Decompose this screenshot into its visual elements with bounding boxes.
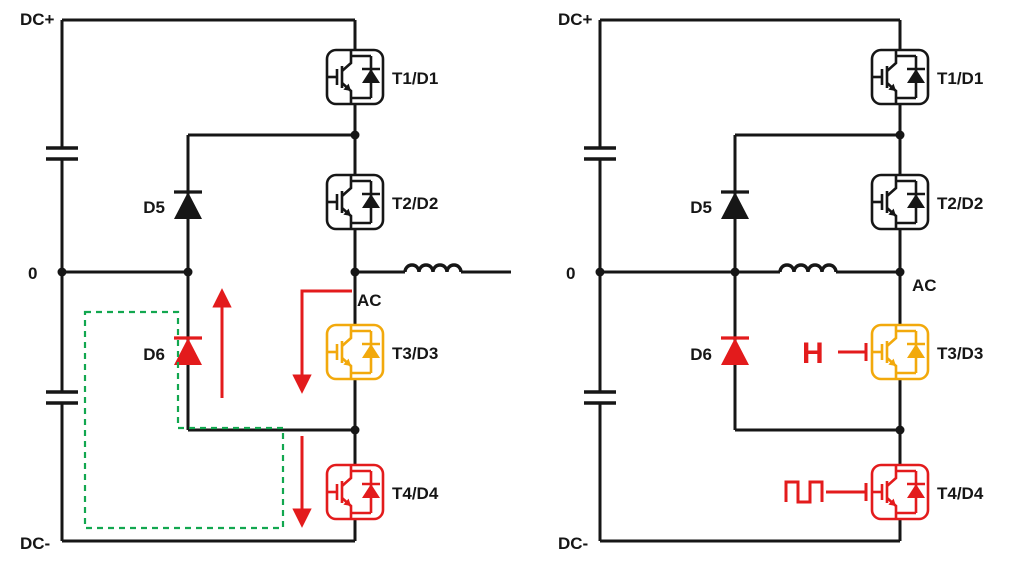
igbt-t1-icon <box>870 48 930 106</box>
d5-label: D5 <box>690 198 712 217</box>
node-dot <box>895 425 905 435</box>
left-circuit: DC+ DC- 0 D5 D6 AC T1/D1 T2/D2 T3/D3 T4/… <box>20 10 511 553</box>
node-dot <box>57 267 67 277</box>
d6-label: D6 <box>690 345 712 364</box>
igbt-t3-icon <box>870 323 930 381</box>
t2-label: T2/D2 <box>937 194 983 213</box>
igbt-t1-icon <box>325 48 385 106</box>
t2-label: T2/D2 <box>392 194 438 213</box>
igbt-t2-icon <box>325 173 385 231</box>
t4-label: T4/D4 <box>392 484 439 503</box>
t1-label: T1/D1 <box>937 69 983 88</box>
current-arrow-t3-down <box>292 289 352 394</box>
d6-label: D6 <box>143 345 165 364</box>
neutral-label: 0 <box>566 264 575 283</box>
neutral-label: 0 <box>28 264 37 283</box>
dc-minus-label: DC- <box>558 534 588 553</box>
left-wiring <box>60 18 511 543</box>
node-dot <box>730 267 740 277</box>
dc-minus-label: DC- <box>20 534 50 553</box>
node-dot <box>895 267 905 277</box>
d5-label: D5 <box>143 198 165 217</box>
right-circuit: DC+ DC- 0 D5 D6 AC T1/D1 T2/D2 T3/D3 T4/… <box>558 10 984 553</box>
igbt-t2-icon <box>870 173 930 231</box>
igbt-t4-icon <box>870 463 930 521</box>
node-dot <box>350 130 360 140</box>
left-junction-dots <box>57 130 360 435</box>
t4-label: T4/D4 <box>937 484 984 503</box>
igbt-t4-icon <box>325 463 385 521</box>
node-dot <box>350 425 360 435</box>
t3-label: T3/D3 <box>392 344 438 363</box>
dc-plus-label: DC+ <box>558 10 593 29</box>
t3-label: T3/D3 <box>937 344 983 363</box>
node-dot <box>595 267 605 277</box>
igbt-t3-icon <box>325 323 385 381</box>
node-dot <box>183 267 193 277</box>
commutation-loop-outline <box>83 310 285 530</box>
t1-label: T1/D1 <box>392 69 438 88</box>
node-dot <box>350 267 360 277</box>
right-junction-dots <box>595 130 905 435</box>
dc-plus-label: DC+ <box>20 10 55 29</box>
ac-label: AC <box>357 291 382 310</box>
gate-high-label: H <box>802 337 824 370</box>
ac-label: AC <box>912 276 937 295</box>
node-dot <box>895 130 905 140</box>
pwm-waveform-icon <box>784 480 824 504</box>
